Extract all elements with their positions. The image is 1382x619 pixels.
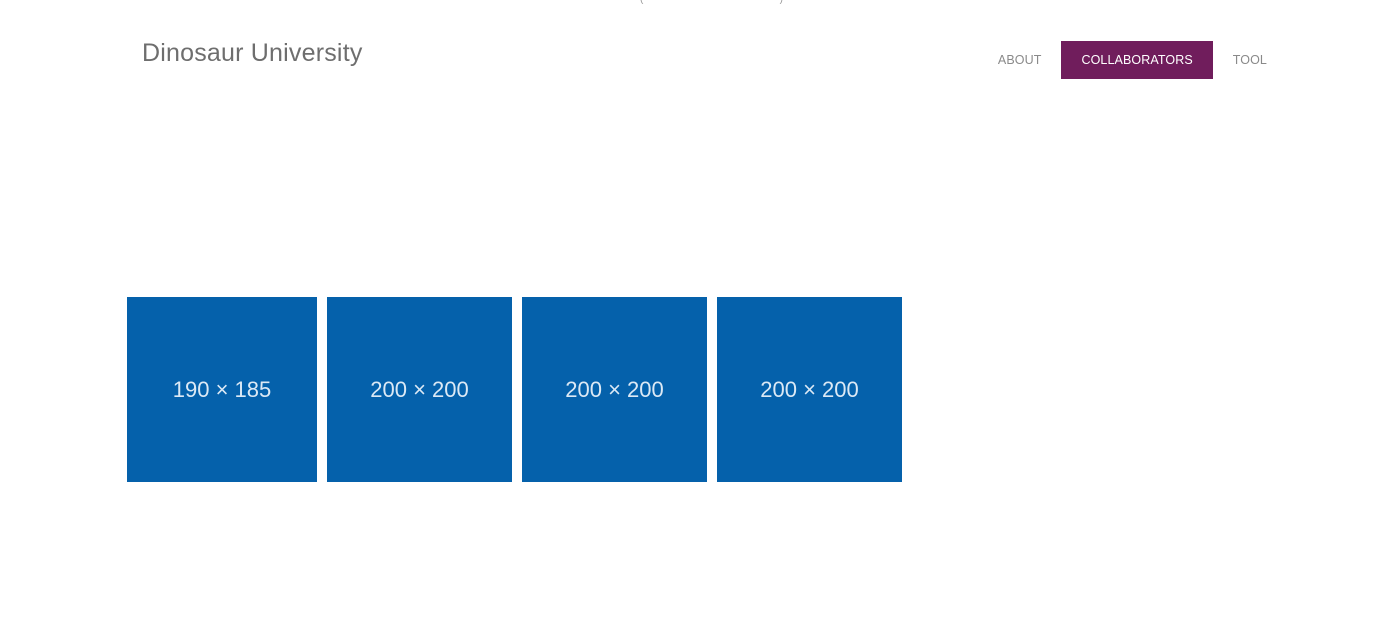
cropped-paren-right: ): [780, 0, 785, 4]
placeholder-image-label: 200 × 200: [760, 376, 859, 402]
placeholder-image[interactable]: 190 × 185: [127, 297, 317, 482]
nav-item-about[interactable]: ABOUT: [997, 53, 1042, 67]
placeholder-image[interactable]: 200 × 200: [522, 297, 707, 482]
site-brand-link[interactable]: Dinosaur University: [142, 39, 363, 67]
placeholder-image[interactable]: 200 × 200: [717, 297, 902, 482]
placeholder-image-label: 200 × 200: [565, 376, 664, 402]
nav-item-collaborators[interactable]: COLLABORATORS: [1061, 41, 1213, 79]
nav-item-tool[interactable]: TOOL: [1232, 53, 1267, 67]
image-gallery: 190 × 185 200 × 200 200 × 200 200 × 200: [127, 297, 912, 482]
placeholder-image-label: 200 × 200: [370, 376, 469, 402]
placeholder-image-label: 190 × 185: [172, 376, 272, 402]
cropped-top-text: ( ): [640, 0, 785, 4]
site-header: Dinosaur University ABOUT COLLABORATORS …: [0, 0, 1382, 100]
placeholder-image[interactable]: 200 × 200: [327, 297, 512, 482]
cropped-paren-left: (: [640, 0, 645, 4]
main-nav: ABOUT COLLABORATORS TOOL: [978, 41, 1287, 79]
